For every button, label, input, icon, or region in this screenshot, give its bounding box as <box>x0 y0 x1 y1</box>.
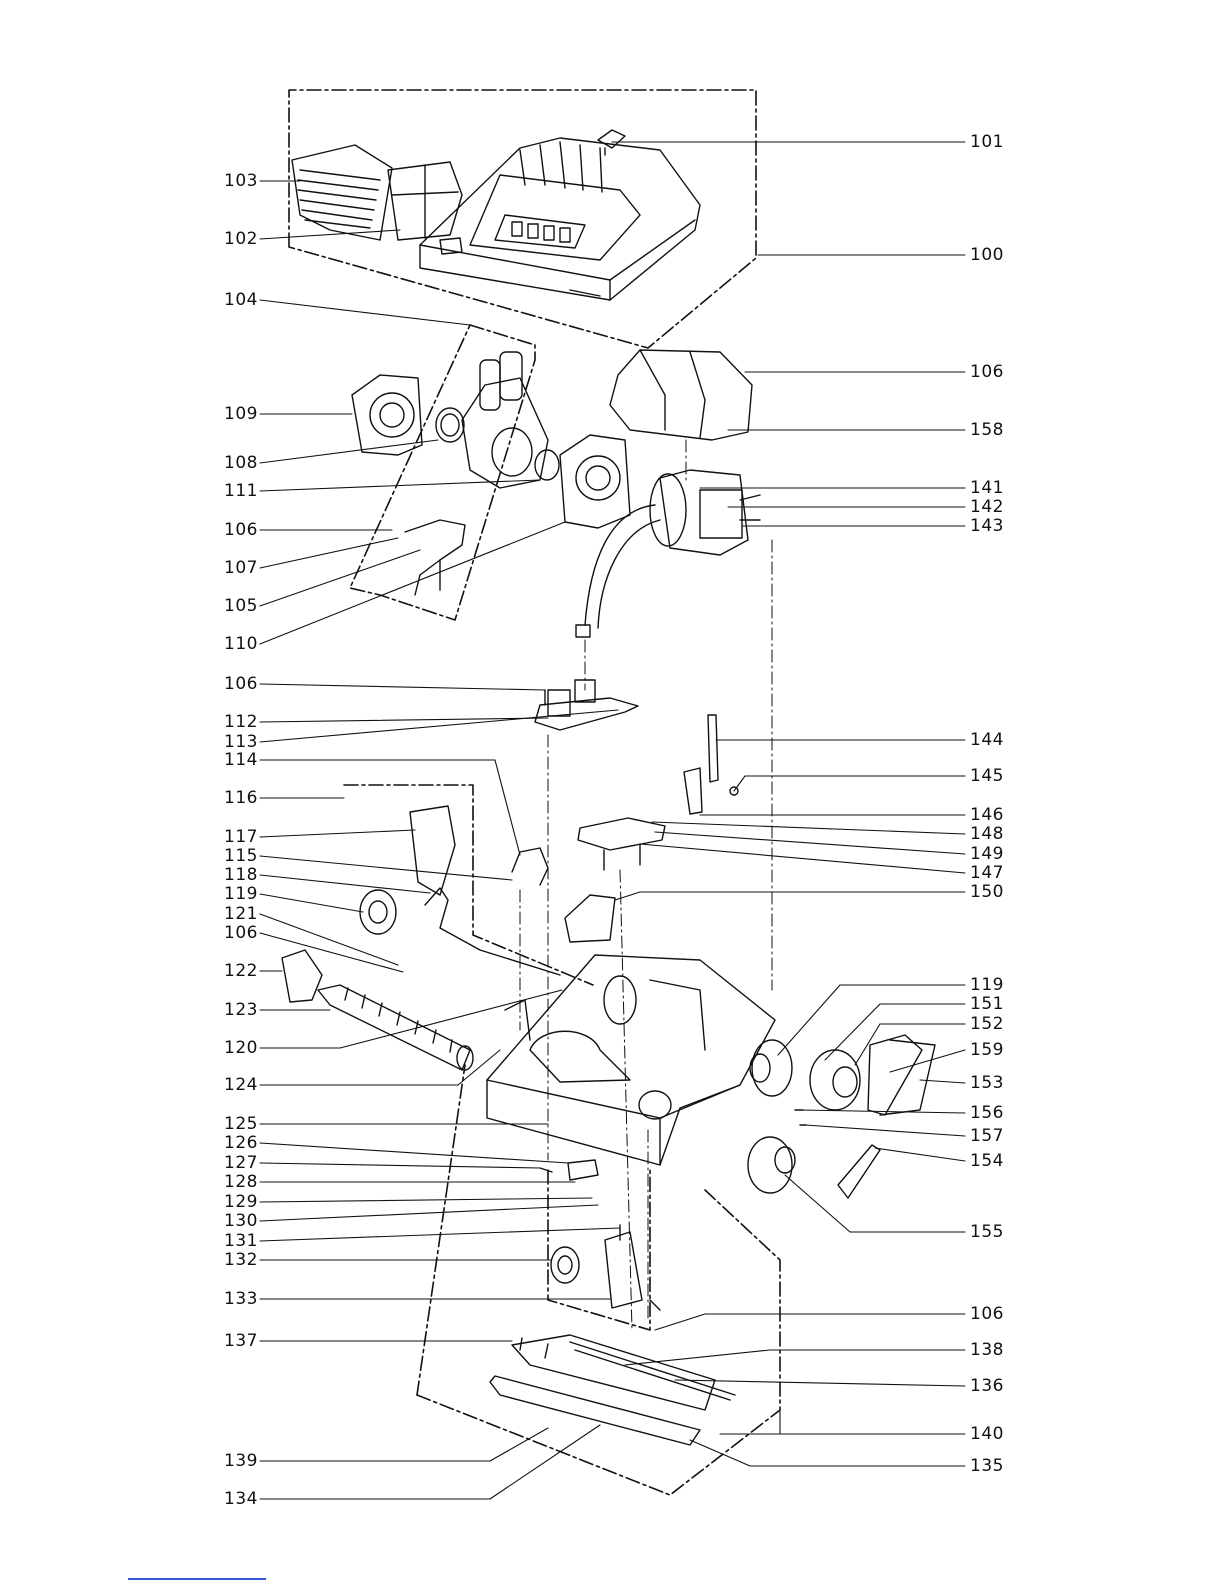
part-label: 145 <box>970 767 1004 785</box>
part-label: 151 <box>970 995 1004 1013</box>
part-label: 119 <box>970 976 1004 994</box>
part-label: 142 <box>970 498 1004 516</box>
part-label: 147 <box>970 864 1004 882</box>
alignment-guides <box>520 440 772 1330</box>
part-label: 155 <box>970 1223 1004 1241</box>
grill-and-filter <box>292 145 462 240</box>
part-label: 106 <box>218 924 258 942</box>
part-label: 115 <box>218 847 258 865</box>
part-label: 117 <box>218 828 258 846</box>
boundary-base-bottom <box>417 1065 465 1395</box>
part-label: 136 <box>970 1377 1004 1395</box>
part-label: 156 <box>970 1104 1004 1122</box>
base-chassis <box>487 955 792 1165</box>
motor-assembly <box>576 350 760 637</box>
boundary-switch-box <box>548 1170 650 1330</box>
boundary-lower-left <box>344 785 593 985</box>
part-label: 113 <box>218 733 258 751</box>
part-label: 106 <box>218 675 258 693</box>
part-label: 154 <box>970 1152 1004 1170</box>
part-label: 126 <box>218 1134 258 1152</box>
part-label: 133 <box>218 1290 258 1308</box>
part-label: 106 <box>218 521 258 539</box>
part-label: 144 <box>970 731 1004 749</box>
part-label: 149 <box>970 845 1004 863</box>
switch-bracket <box>535 680 638 730</box>
part-label: 152 <box>970 1015 1004 1033</box>
part-label: 106 <box>970 1305 1004 1323</box>
part-label: 132 <box>218 1251 258 1269</box>
part-label: 101 <box>970 133 1004 151</box>
leaders-right <box>612 142 965 1466</box>
part-label: 128 <box>218 1173 258 1191</box>
part-label: 143 <box>970 517 1004 535</box>
part-label: 140 <box>970 1425 1004 1443</box>
boundary-top-cover <box>289 90 756 348</box>
boundary-brush-tray <box>417 1190 780 1495</box>
part-label: 114 <box>218 751 258 769</box>
part-label: 148 <box>970 825 1004 843</box>
part-label: 158 <box>970 421 1004 439</box>
hyperlink-underline[interactable] <box>128 1578 266 1580</box>
part-label: 129 <box>218 1193 258 1211</box>
part-label: 159 <box>970 1041 1004 1059</box>
part-label: 134 <box>218 1490 258 1508</box>
part-label: 102 <box>218 230 258 248</box>
part-label: 108 <box>218 454 258 472</box>
fan-housing-group <box>352 352 630 595</box>
part-label: 122 <box>218 962 258 980</box>
part-label: 100 <box>970 246 1004 264</box>
part-label: 124 <box>218 1076 258 1094</box>
leaders-left <box>260 181 620 1499</box>
switch-levers <box>578 715 738 870</box>
part-label: 121 <box>218 905 258 923</box>
part-label: 111 <box>218 482 258 500</box>
part-label: 130 <box>218 1212 258 1230</box>
part-label: 157 <box>970 1127 1004 1145</box>
part-label: 118 <box>218 866 258 884</box>
part-label: 135 <box>970 1457 1004 1475</box>
brush-roll <box>318 985 473 1070</box>
part-label: 119 <box>218 885 258 903</box>
part-label: 109 <box>218 405 258 423</box>
part-label: 127 <box>218 1154 258 1172</box>
part-label: 123 <box>218 1001 258 1019</box>
drive-parts <box>748 1035 935 1198</box>
assembly-boundaries <box>289 90 780 1495</box>
part-label: 107 <box>218 559 258 577</box>
boundary-fan <box>350 325 535 620</box>
part-label: 110 <box>218 635 258 653</box>
part-label: 104 <box>218 291 258 309</box>
part-label: 116 <box>218 789 258 807</box>
part-label: 137 <box>218 1332 258 1350</box>
bottom-plate <box>490 1335 735 1445</box>
part-label: 106 <box>970 363 1004 381</box>
part-label: 125 <box>218 1115 258 1133</box>
part-label: 103 <box>218 172 258 190</box>
part-label: 146 <box>970 806 1004 824</box>
part-label: 112 <box>218 713 258 731</box>
part-label: 131 <box>218 1232 258 1250</box>
part-label: 138 <box>970 1341 1004 1359</box>
part-label: 120 <box>218 1039 258 1057</box>
part-label: 141 <box>970 479 1004 497</box>
part-label: 153 <box>970 1074 1004 1092</box>
top-cover-assembly <box>420 138 700 300</box>
part-label: 139 <box>218 1452 258 1470</box>
part-label: 150 <box>970 883 1004 901</box>
part-label: 105 <box>218 597 258 615</box>
